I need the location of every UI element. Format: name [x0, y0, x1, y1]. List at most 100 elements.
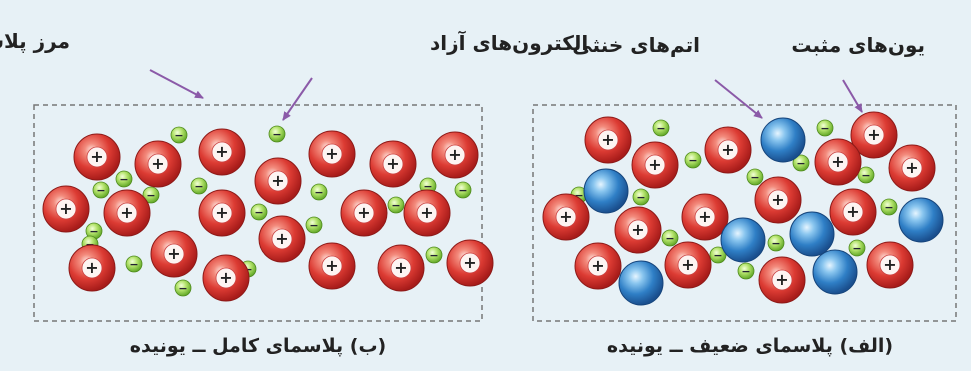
electron: −	[792, 154, 810, 172]
positive-ion: +	[814, 138, 862, 186]
electron-charge-symbol: −	[656, 122, 665, 135]
ion-charge-symbol: +	[846, 202, 859, 221]
ion-charge-symbol: +	[775, 270, 788, 289]
neutral-atom	[898, 197, 944, 243]
positive-ion: +	[254, 157, 302, 205]
electron-charge-symbol: −	[129, 258, 138, 271]
electron-charge-symbol: −	[178, 282, 187, 295]
positive-ion: +	[446, 239, 494, 287]
positive-ion: +	[431, 131, 479, 179]
electron-charge-symbol: −	[429, 249, 438, 262]
positive-ion: +	[308, 130, 356, 178]
positive-ion: +	[68, 244, 116, 292]
ion-charge-symbol: +	[448, 145, 461, 164]
ion-charge-symbol: +	[271, 171, 284, 190]
ion-charge-symbol: +	[215, 203, 228, 222]
positive-ion: +	[542, 193, 590, 241]
label-neutral-atoms: اتم‌های خنثی	[572, 33, 700, 57]
ion-charge-symbol: +	[325, 256, 338, 275]
positive-ion: +	[202, 254, 250, 302]
electron-charge-symbol: −	[852, 242, 861, 255]
positive-ion: +	[377, 244, 425, 292]
positive-ion: +	[829, 188, 877, 236]
ion-charge-symbol: +	[90, 147, 103, 166]
electron: −	[857, 166, 875, 184]
electron-charge-symbol: −	[391, 199, 400, 212]
electron-charge-symbol: −	[272, 128, 281, 141]
ion-charge-symbol: +	[275, 229, 288, 248]
positive-ion: +	[134, 140, 182, 188]
electron: −	[387, 196, 405, 214]
positive-ion: +	[574, 242, 622, 290]
electron: −	[848, 239, 866, 257]
electron: −	[425, 246, 443, 264]
label-free-electrons: الکترون‌های آزاد	[430, 30, 588, 55]
label-plasma-boundary: مرز پلاسما	[0, 29, 70, 54]
ion-charge-symbol: +	[559, 207, 572, 226]
electron: −	[310, 183, 328, 201]
ion-charge-symbol: +	[120, 203, 133, 222]
right-particles: +++++++++++++++	[542, 111, 944, 306]
electron: −	[746, 168, 764, 186]
positive-ion: +	[888, 144, 936, 192]
ion-charge-symbol: +	[219, 268, 232, 287]
ion-charge-symbol: +	[771, 190, 784, 209]
electron: −	[767, 234, 785, 252]
electron-charge-symbol: −	[688, 154, 697, 167]
positive-ion: +	[866, 241, 914, 289]
left-plasma-boundary	[33, 104, 483, 322]
electron: −	[454, 181, 472, 199]
positive-ion: +	[614, 206, 662, 254]
electron-charge-symbol: −	[713, 249, 722, 262]
electron-charge-symbol: −	[119, 173, 128, 186]
ion-charge-symbol: +	[681, 255, 694, 274]
electron-charge-symbol: −	[458, 184, 467, 197]
positive-ion: +	[664, 241, 712, 289]
electron-charge-symbol: −	[174, 129, 183, 142]
electron-charge-symbol: −	[665, 232, 674, 245]
ion-charge-symbol: +	[167, 244, 180, 263]
positive-ion: +	[758, 256, 806, 304]
ion-charge-symbol: +	[85, 258, 98, 277]
ion-charge-symbol: +	[648, 155, 661, 174]
electron: −	[125, 255, 143, 273]
neutral-atoms-arrow	[714, 79, 763, 119]
electron: −	[632, 188, 650, 206]
electron: −	[684, 151, 702, 169]
ion-charge-symbol: +	[883, 255, 896, 274]
left-ions: +++++++++++++++++++	[42, 128, 494, 302]
electron-charge-symbol: −	[741, 265, 750, 278]
electron: −	[250, 203, 268, 221]
positive-ion: +	[850, 111, 898, 159]
electron: −	[880, 198, 898, 216]
electron-charge-symbol: −	[750, 171, 759, 184]
electron-charge-symbol: −	[89, 225, 98, 238]
electron: −	[268, 125, 286, 143]
neutral-atom	[583, 168, 629, 214]
electron: −	[190, 177, 208, 195]
positive-ion: +	[42, 185, 90, 233]
positive-ion: +	[150, 230, 198, 278]
electron-charge-symbol: −	[820, 122, 829, 135]
electron-charge-symbol: −	[796, 157, 805, 170]
electron-charge-symbol: −	[314, 186, 323, 199]
positive-ion: +	[340, 189, 388, 237]
ion-charge-symbol: +	[698, 207, 711, 226]
neutral-atom	[618, 260, 664, 306]
electron: −	[816, 119, 834, 137]
positive-ion: +	[103, 189, 151, 237]
electron-charge-symbol: −	[243, 263, 252, 276]
electron-charge-symbol: −	[423, 180, 432, 193]
ion-charge-symbol: +	[905, 158, 918, 177]
electron-charge-symbol: −	[771, 237, 780, 250]
electron-charge-symbol: −	[146, 189, 155, 202]
neutral-atom	[812, 249, 858, 295]
ion-charge-symbol: +	[601, 130, 614, 149]
electron-charge-symbol: −	[96, 184, 105, 197]
electron-charge-symbol: −	[861, 169, 870, 182]
electron: −	[737, 262, 755, 280]
electron: −	[85, 222, 103, 240]
electron: −	[92, 181, 110, 199]
ion-charge-symbol: +	[591, 256, 604, 275]
